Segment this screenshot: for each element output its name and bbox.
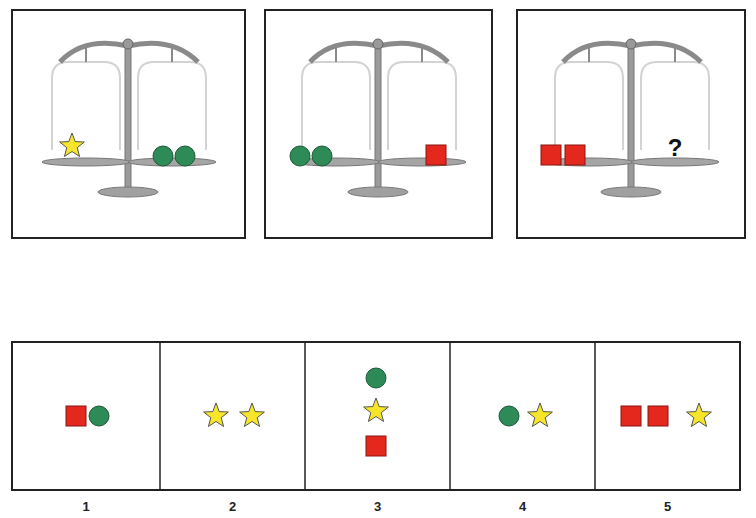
answer-box: 3: [305, 342, 450, 490]
answer-box: 1: [12, 342, 160, 490]
option-number: 3: [305, 499, 450, 514]
option-number: 4: [450, 499, 595, 514]
question-mark: ?: [668, 134, 683, 162]
answer-box: 2: [160, 342, 305, 490]
answer-box: 5: [595, 342, 740, 490]
option-number: 2: [160, 499, 305, 514]
option-number: 1: [12, 499, 160, 514]
option-number: 5: [595, 499, 740, 514]
answer-box: 4: [450, 342, 595, 490]
